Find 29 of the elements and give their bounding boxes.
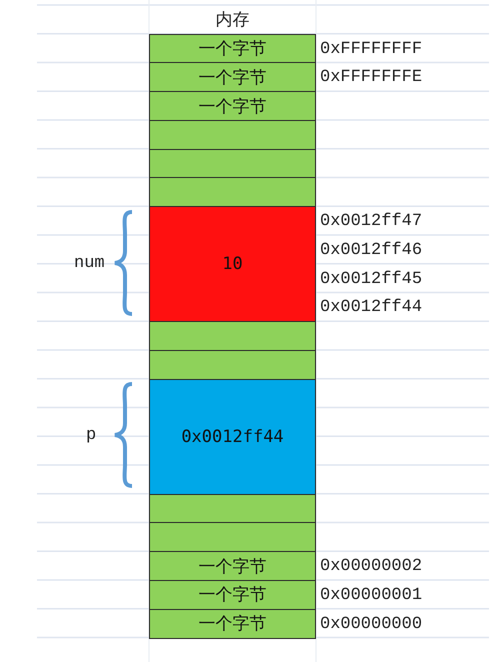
- cell-text: 一个字节: [198, 613, 266, 636]
- memory-cell: [149, 494, 316, 524]
- address-label: 0x00000002: [320, 557, 422, 577]
- address-label: 0x0012ff46: [320, 240, 422, 261]
- address-label: 0xFFFFFFFE: [320, 68, 422, 88]
- memory-cell: [149, 350, 316, 380]
- address-label: 0x0012ff47: [320, 212, 422, 232]
- cell-text: 0x0012ff44: [181, 426, 284, 447]
- cell-text: 一个字节: [198, 96, 266, 118]
- memory-cell: [149, 522, 316, 552]
- memory-cell: [149, 120, 316, 150]
- variable-name: num: [74, 254, 105, 273]
- address-label: 0xFFFFFFFF: [320, 40, 422, 60]
- cell-text: 一个字节: [198, 584, 266, 606]
- variable-name: p: [86, 426, 96, 445]
- memory-cell: [149, 148, 316, 179]
- cell-text: 一个字节: [198, 66, 266, 89]
- cell-text: 10: [222, 254, 243, 274]
- memory-cell: [149, 378, 316, 495]
- memory-cell: [149, 321, 316, 352]
- cell-text: 一个字节: [198, 556, 266, 578]
- address-label: 0x00000001: [320, 586, 422, 606]
- address-label: 0x0012ff44: [320, 298, 422, 318]
- column-heading: 内存: [214, 9, 250, 31]
- memory-cell: [149, 91, 316, 122]
- memory-cell: [149, 177, 316, 208]
- address-label: 0x00000000: [320, 614, 422, 634]
- address-label: 0x0012ff45: [320, 270, 422, 290]
- cell-text: 一个字节: [198, 38, 266, 60]
